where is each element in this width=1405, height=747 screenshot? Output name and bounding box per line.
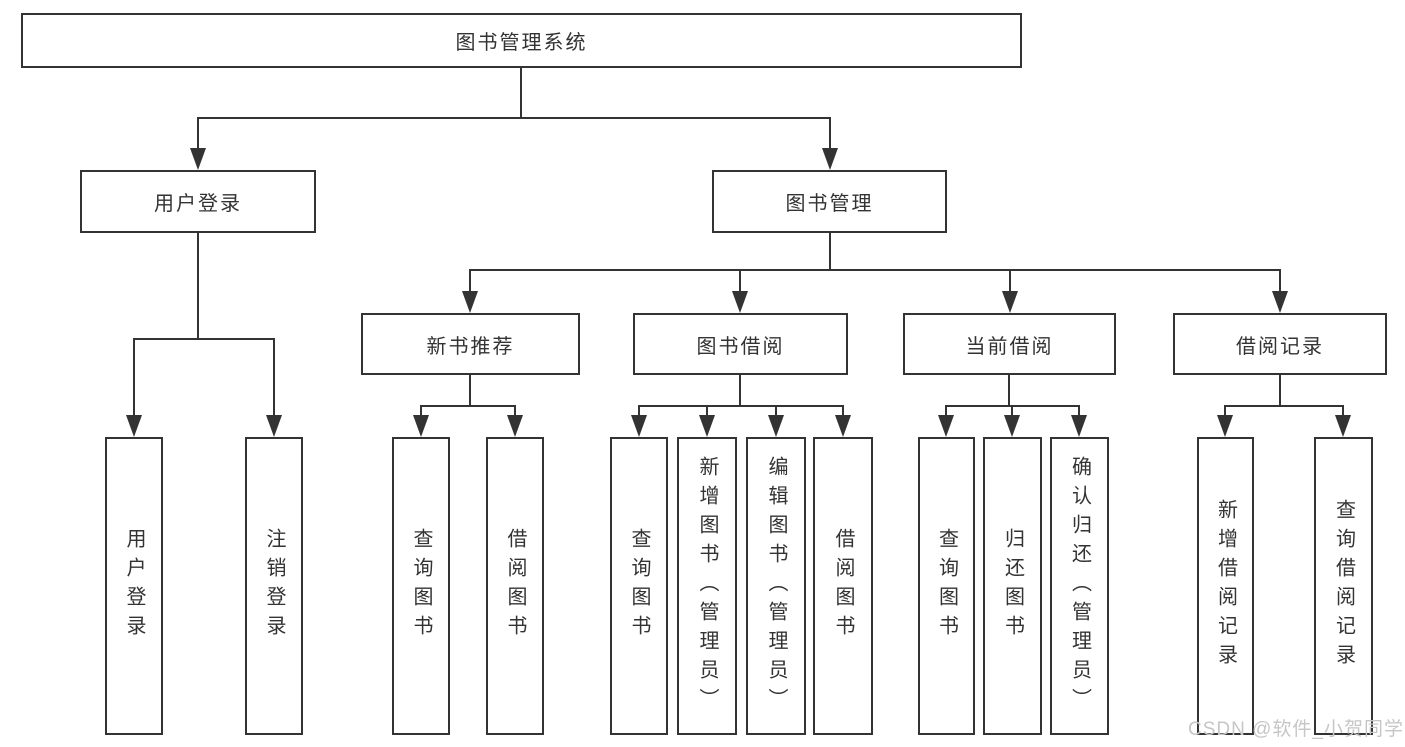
connector-to-user-login <box>197 117 199 152</box>
arrowhead-borrow-record <box>1272 291 1288 313</box>
connector-to-leaf-return <box>1011 405 1013 417</box>
leaf-query-book-current: 查询图书 <box>918 437 975 735</box>
leaf-query-book-recommend-label: 查询图书 <box>410 528 432 644</box>
connector-to-leaf-query-record <box>1342 405 1344 417</box>
connector-to-leaf-edit-book <box>775 405 777 417</box>
arrowhead-book-borrow <box>732 291 748 313</box>
arrowhead-leaf-borrow2 <box>835 415 851 437</box>
arrowhead-user-login <box>190 148 206 170</box>
arrowhead-leaf-confirm <box>1071 415 1087 437</box>
connector-to-new-book <box>469 269 471 293</box>
branch-user-login: 用户登录 <box>80 170 316 233</box>
connector-to-borrow-record <box>1279 269 1281 293</box>
arrowhead-current-borrow <box>1002 291 1018 313</box>
connector-to-leaf-user-login <box>133 338 135 418</box>
leaf-query-borrow-record-label: 查询借阅记录 <box>1332 499 1355 673</box>
node-new-book-recommend-label: 新书推荐 <box>426 335 515 358</box>
root-node-library-system: 图书管理系统 <box>21 13 1022 68</box>
connector-to-leaf-confirm <box>1078 405 1080 417</box>
leaf-edit-book-admin-label: 编辑图书（管理员） <box>765 455 787 717</box>
node-new-book-recommend: 新书推荐 <box>361 313 580 375</box>
connector-to-book-borrow <box>739 269 741 293</box>
connector-userlogin-stem <box>197 233 199 340</box>
branch-user-login-label: 用户登录 <box>154 193 242 215</box>
leaf-confirm-return-admin: 确认归还（管理员） <box>1050 437 1109 735</box>
node-book-borrow: 图书借阅 <box>633 313 848 375</box>
arrowhead-leaf-query-record <box>1335 415 1351 437</box>
arrowhead-leaf-edit-book <box>768 415 784 437</box>
leaf-return-book: 归还图书 <box>983 437 1042 735</box>
connector-bookmgmt-stem <box>829 233 831 271</box>
leaf-add-borrow-record: 新增借阅记录 <box>1197 437 1254 735</box>
leaf-query-book-borrow: 查询图书 <box>610 437 668 735</box>
leaf-query-book-borrow-label: 查询图书 <box>628 528 650 644</box>
arrowhead-leaf-user-login <box>126 415 142 437</box>
branch-book-management-label: 图书管理 <box>785 193 874 215</box>
leaf-user-login-label: 用户登录 <box>123 528 145 644</box>
leaf-add-borrow-record-label: 新增借阅记录 <box>1214 499 1237 673</box>
connector-borrowrecord-stem <box>1279 375 1281 407</box>
connector-to-book-management <box>829 117 831 152</box>
leaf-query-borrow-record: 查询借阅记录 <box>1314 437 1373 735</box>
connector-newbook-stem <box>469 375 471 407</box>
leaf-query-book-recommend: 查询图书 <box>392 437 450 735</box>
connector-root-split <box>197 117 831 119</box>
arrowhead-leaf-return <box>1004 415 1020 437</box>
connector-borrowrecord-split <box>1224 405 1344 407</box>
arrowhead-leaf-query2 <box>631 415 647 437</box>
leaf-query-book-current-label: 查询图书 <box>935 528 958 644</box>
connector-to-leaf-borrow2 <box>842 405 844 417</box>
arrowhead-new-book <box>462 291 478 313</box>
leaf-add-book-admin-label: 新增图书（管理员） <box>696 455 718 717</box>
connector-currentborrow-stem <box>1008 375 1010 407</box>
connector-root-stem <box>520 68 522 118</box>
leaf-borrow-book-recommend-label: 借阅图书 <box>504 528 526 644</box>
connector-userlogin-split <box>133 338 275 340</box>
node-current-borrow-label: 当前借阅 <box>965 335 1054 358</box>
node-current-borrow: 当前借阅 <box>903 313 1116 375</box>
connector-bookborrow-split <box>638 405 844 407</box>
connector-to-leaf-add-record <box>1224 405 1226 417</box>
connector-to-leaf-query3 <box>945 405 947 417</box>
arrowhead-leaf-borrow1 <box>507 415 523 437</box>
leaf-borrow-book: 借阅图书 <box>813 437 873 735</box>
leaf-edit-book-admin: 编辑图书（管理员） <box>746 437 806 735</box>
connector-to-leaf-query1 <box>420 405 422 417</box>
arrowhead-leaf-add-book <box>699 415 715 437</box>
node-borrow-record-label: 借阅记录 <box>1236 335 1324 358</box>
connector-to-leaf-borrow1 <box>514 405 516 417</box>
csdn-watermark: CSDN @软件_小贺同学 <box>1188 719 1404 740</box>
arrowhead-leaf-query3 <box>938 415 954 437</box>
connector-bookborrow-stem <box>739 375 741 407</box>
arrowhead-book-management <box>822 148 838 170</box>
connector-to-leaf-query2 <box>638 405 640 417</box>
leaf-borrow-book-label: 借阅图书 <box>832 528 854 644</box>
leaf-return-book-label: 归还图书 <box>1001 528 1024 644</box>
arrowhead-leaf-logout <box>266 415 282 437</box>
connector-to-current-borrow <box>1009 269 1011 293</box>
connector-to-leaf-logout <box>273 338 275 418</box>
arrowhead-leaf-query1 <box>413 415 429 437</box>
node-borrow-record: 借阅记录 <box>1173 313 1387 375</box>
node-book-borrow-label: 图书借阅 <box>696 335 785 358</box>
leaf-confirm-return-admin-label: 确认归还（管理员） <box>1068 455 1091 717</box>
leaf-user-login: 用户登录 <box>105 437 163 735</box>
leaf-logout: 注销登录 <box>245 437 303 735</box>
leaf-borrow-book-recommend: 借阅图书 <box>486 437 544 735</box>
connector-to-leaf-add-book <box>706 405 708 417</box>
connector-newbook-split <box>420 405 516 407</box>
leaf-logout-label: 注销登录 <box>263 528 285 644</box>
arrowhead-leaf-add-record <box>1217 415 1233 437</box>
root-node-label: 图书管理系统 <box>455 32 588 54</box>
branch-book-management: 图书管理 <box>712 170 947 233</box>
connector-bookmgmt-split <box>469 269 1281 271</box>
leaf-add-book-admin: 新增图书（管理员） <box>677 437 737 735</box>
